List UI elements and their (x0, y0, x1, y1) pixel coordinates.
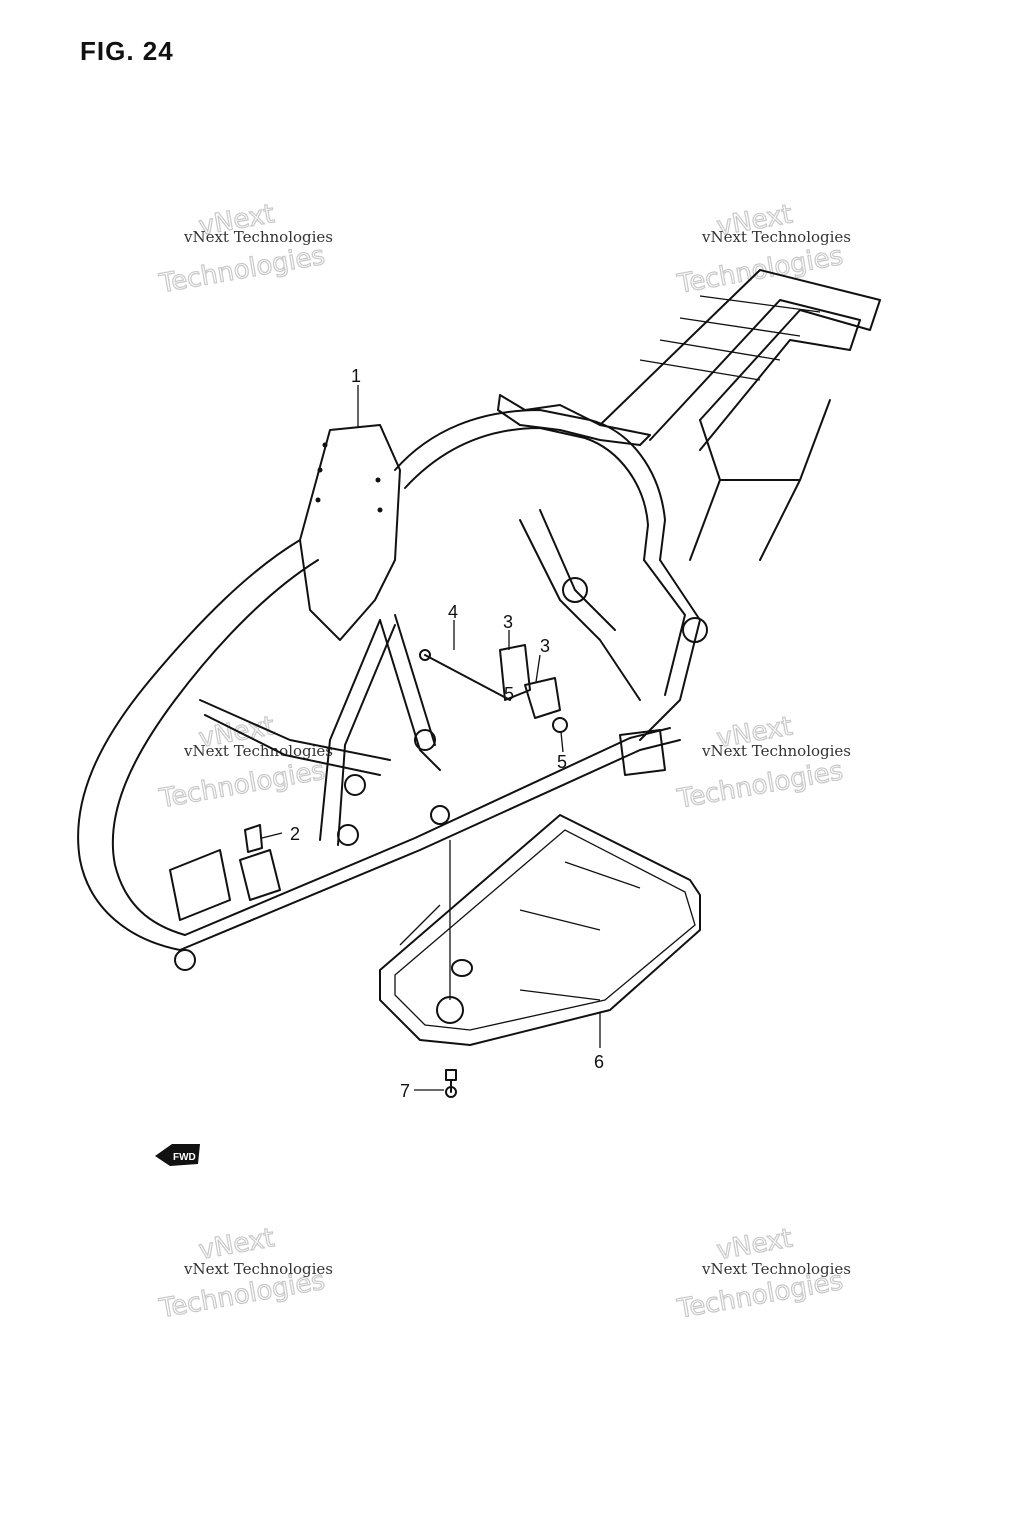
forward-arrow-icon: FWD (155, 1144, 200, 1166)
svg-text:vNext Technologies: vNext Technologies (701, 1260, 851, 1278)
svg-text:vNext Technologies: vNext Technologies (183, 1260, 333, 1278)
fwd-label: FWD (173, 1152, 196, 1163)
figure-title: FIG. 24 (80, 36, 174, 66)
leader-lines (261, 385, 601, 1091)
callout-5a: 5 (504, 684, 514, 704)
callout-1: 1 (351, 366, 361, 386)
skid-plate-part-6 (379, 814, 701, 1046)
svg-text:Technologies: Technologies (675, 756, 846, 815)
watermark-top-left: vNext Technologies vNext Technologies (156, 199, 333, 301)
watermark-mid-left: vNext Technologies vNext Technologies (156, 711, 333, 816)
callout-4: 4 (448, 602, 458, 622)
callout-labels: 1 2 3 3 4 5 5 6 7 (290, 366, 604, 1101)
svg-text:vNext Technologies: vNext Technologies (183, 228, 333, 246)
svg-text:vNext Technologies: vNext Technologies (701, 228, 851, 246)
callout-2: 2 (290, 824, 300, 844)
svg-text:vNext Technologies: vNext Technologies (183, 742, 333, 760)
callout-3a: 3 (503, 612, 513, 632)
callout-3b: 3 (540, 636, 550, 656)
svg-text:Technologies: Technologies (157, 241, 328, 300)
watermark-top-right: vNext Technologies vNext Technologies (674, 199, 851, 301)
callout-6: 6 (594, 1052, 604, 1072)
callout-5b: 5 (557, 752, 567, 772)
bolt-part-7 (445, 1069, 457, 1098)
watermark-bottom-right: vNext Technologies vNext Technologies (674, 1223, 851, 1326)
svg-text:Technologies: Technologies (157, 756, 328, 815)
callout-7: 7 (400, 1081, 410, 1101)
watermark-bottom-left: vNext Technologies vNext Technologies (156, 1223, 333, 1326)
frame-part-1 (77, 269, 881, 971)
svg-text:vNext Technologies: vNext Technologies (701, 742, 851, 760)
watermark-mid-right: vNext Technologies vNext Technologies (674, 711, 851, 816)
